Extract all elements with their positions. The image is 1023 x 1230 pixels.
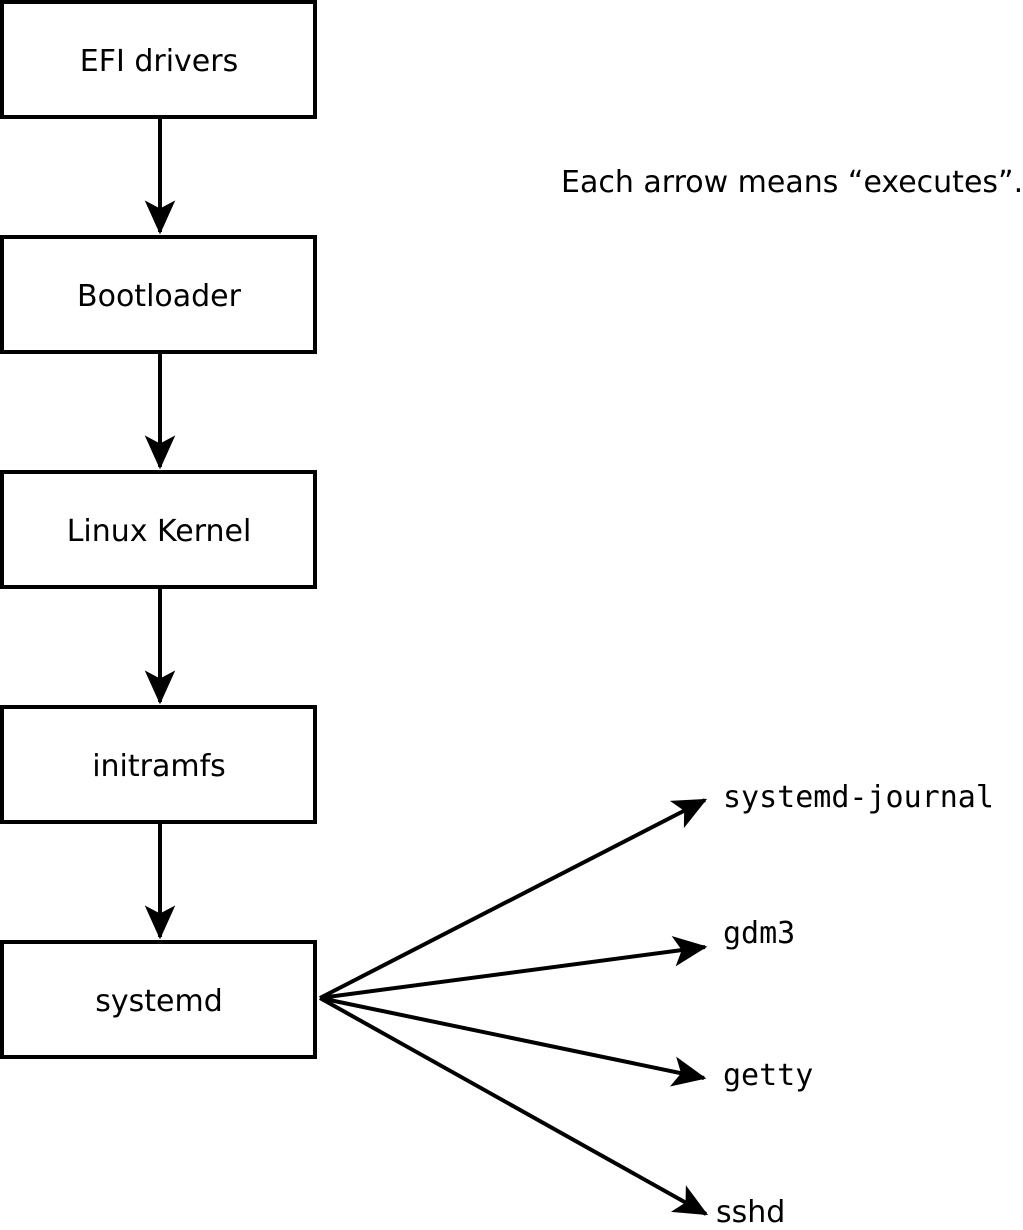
gdm3-label: gdm3 [723,916,795,951]
arrow-meaning-note: Each arrow means “executes”. [561,165,1023,200]
flow-node-bootloader: Bootloader [0,235,317,354]
linux-kernel-box [0,470,317,589]
getty-label: getty [723,1058,813,1093]
initramfs-label: initramfs [92,749,226,784]
efi-drivers-label: EFI drivers [80,44,238,79]
flow-node-initramfs: initramfs [0,705,317,824]
flow-node-linux-kernel: Linux Kernel [0,470,317,589]
initramfs-box [0,705,317,824]
linux-kernel-label: Linux Kernel [67,514,252,549]
sshd-label: sshd [716,1195,785,1230]
systemd-box [0,940,317,1059]
flow-node-efi-drivers: EFI drivers [0,0,317,119]
efi-drivers-box [0,0,317,119]
bootloader-box [0,235,317,354]
systemd-journal-label: systemd-journal [723,780,994,815]
arrow-systemd-to-gdm3 [319,935,708,1000]
systemd-label: systemd [95,984,223,1019]
arrow-systemd-to-sshd [319,996,709,1216]
bootloader-label: Bootloader [77,279,242,314]
arrow-systemd-to-getty [319,996,707,1087]
arrow-systemd-to-systemd-journal [319,798,708,1000]
flow-node-systemd: systemd [0,940,317,1059]
